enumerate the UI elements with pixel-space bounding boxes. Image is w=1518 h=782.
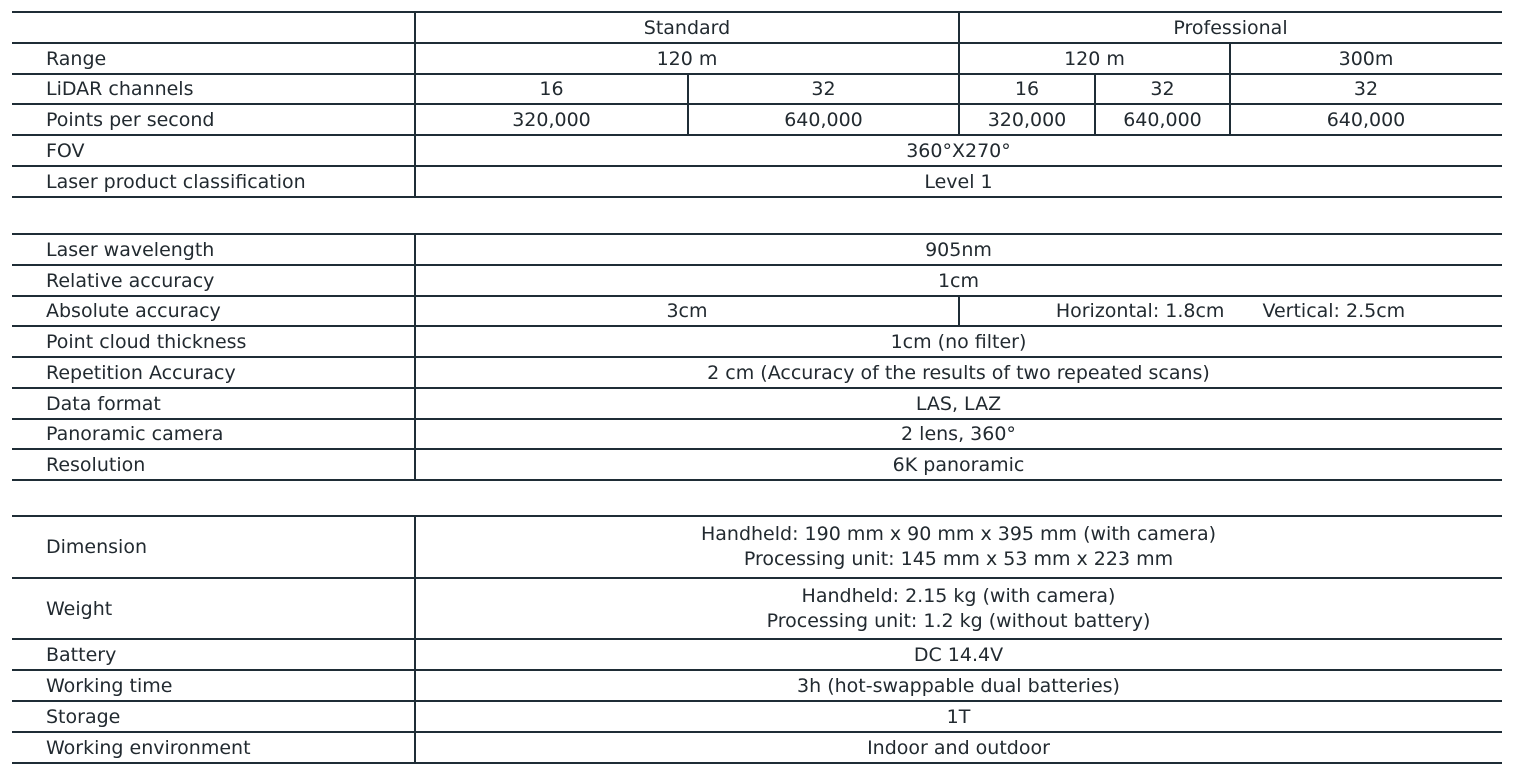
laser-classification-value: Level 1: [924, 170, 993, 193]
row-label-laser-classification: Laser product classification: [46, 170, 306, 193]
channels-std-16: 16: [539, 78, 564, 100]
range-professional-120: 120 m: [1064, 47, 1125, 70]
row-label-range: Range: [46, 47, 107, 70]
channels-pro-16: 16: [1014, 78, 1040, 100]
row-label-lidar-channels: LiDAR channels: [46, 78, 194, 100]
storage-value: 1T: [946, 705, 971, 728]
weight-processing-unit: Processing unit: 1.2 kg (without battery…: [766, 609, 1151, 632]
working-environment-value: Indoor and outdoor: [867, 736, 1050, 759]
panoramic-camera-value: 2 lens, 360°: [901, 423, 1016, 445]
channels-pro-32: 32: [1150, 78, 1175, 100]
row-label-dimension: Dimension: [46, 536, 147, 558]
absolute-accuracy-horizontal: Horizontal: 1.8cm: [1055, 300, 1225, 322]
channels-std-32: 32: [811, 78, 836, 100]
pps-std-32: 640,000: [784, 108, 863, 131]
weight-value: Handheld: 2.15 kg (with camera) Processi…: [415, 578, 1502, 639]
row-label-resolution: Resolution: [46, 453, 146, 476]
laser-wavelength-value: 905nm: [925, 238, 992, 261]
resolution-value: 6K panoramic: [892, 453, 1025, 476]
row-label-relative-accuracy: Relative accuracy: [46, 269, 215, 292]
battery-value: DC 14.4V: [913, 643, 1004, 666]
header-standard: Standard: [643, 16, 731, 39]
working-time-value: 3h (hot-swappable dual batteries): [797, 674, 1120, 697]
row-label-point-cloud-thickness: Point cloud thickness: [46, 330, 247, 353]
row-label-repetition-accuracy: Repetition Accuracy: [46, 361, 236, 384]
row-label-laser-wavelength: Laser wavelength: [46, 238, 215, 261]
row-label-absolute-accuracy: Absolute accuracy: [46, 300, 221, 322]
dimension-value: Handheld: 190 mm x 90 mm x 395 mm (with …: [415, 516, 1502, 578]
dimension-handheld: Handheld: 190 mm x 90 mm x 395 mm (with …: [700, 523, 1217, 545]
row-label-working-environment: Working environment: [46, 736, 251, 759]
row-label-data-format: Data format: [46, 392, 161, 415]
pps-pro-16: 320,000: [987, 108, 1067, 131]
row-label-panoramic-camera: Panoramic camera: [46, 423, 224, 445]
dimension-processing-unit: Processing unit: 145 mm x 53 mm x 223 mm: [743, 548, 1174, 570]
row-label-weight: Weight: [46, 597, 113, 620]
weight-handheld: Handheld: 2.15 kg (with camera): [801, 584, 1116, 607]
row-label-fov: FOV: [46, 139, 85, 162]
range-professional-300: 300m: [1338, 47, 1394, 70]
row-label-points-per-second: Points per second: [46, 108, 215, 131]
absolute-accuracy-standard: 3cm: [666, 300, 708, 322]
data-format-value: LAS, LAZ: [915, 392, 1002, 415]
row-label-working-time: Working time: [46, 674, 173, 697]
absolute-accuracy-vertical: Vertical: 2.5cm: [1262, 300, 1406, 322]
pps-pro-32: 640,000: [1123, 108, 1202, 131]
point-cloud-thickness-value: 1cm (no filter): [890, 330, 1027, 353]
row-label-battery: Battery: [46, 643, 117, 666]
row-label-storage: Storage: [46, 705, 121, 728]
range-standard: 120 m: [656, 47, 718, 70]
absolute-accuracy-professional: Horizontal: 1.8cm Vertical: 2.5cm: [959, 296, 1502, 326]
relative-accuracy-value: 1cm: [937, 269, 980, 292]
pps-pro300: 640,000: [1326, 108, 1406, 131]
repetition-accuracy-value: 2 cm (Accuracy of the results of two rep…: [707, 361, 1210, 384]
fov-value: 360°X270°: [906, 139, 1011, 162]
channels-pro300-32: 32: [1353, 78, 1379, 100]
pps-std-16: 320,000: [512, 108, 591, 131]
header-professional: Professional: [1173, 16, 1288, 39]
